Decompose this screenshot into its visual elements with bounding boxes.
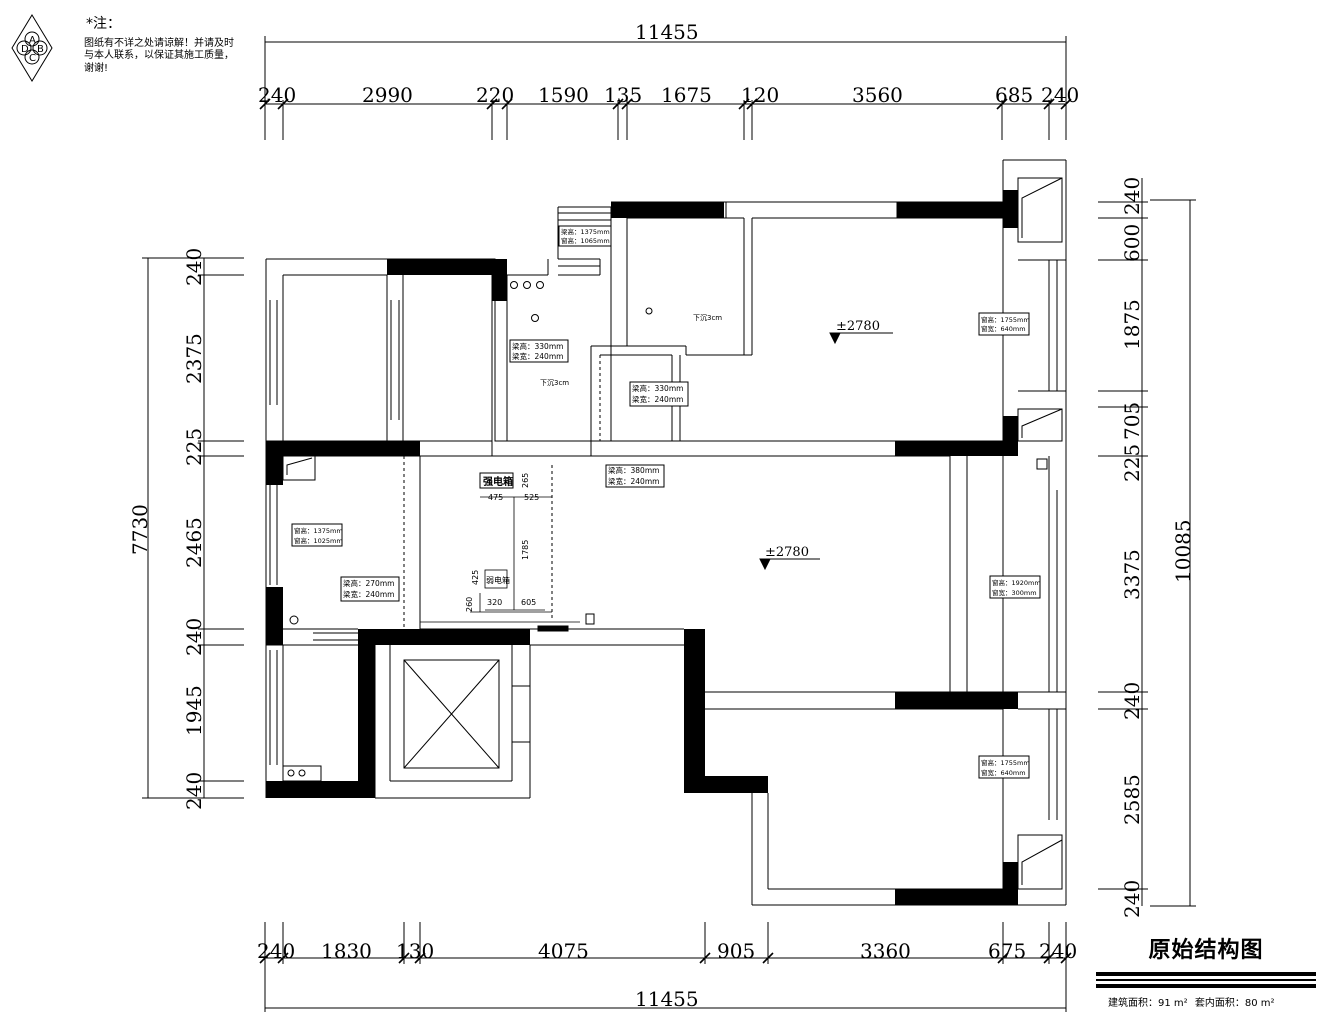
beam-9-w: 窗宽：640mm — [981, 768, 1026, 777]
note-line-3: 谢谢! — [84, 62, 109, 74]
right-dim-6: 3375 — [1120, 549, 1144, 600]
left-total-dim: 7730 — [128, 504, 152, 555]
compass-a: A — [29, 35, 36, 46]
elevation-center: ±2780 — [765, 545, 809, 560]
right-dim-4: 225 — [1120, 444, 1144, 482]
left-dim-1: 240 — [182, 248, 206, 286]
beam-2-w: 梁宽：240mm — [512, 351, 563, 361]
top-dim-2: 2990 — [362, 83, 413, 107]
build-area: 建筑面积：91 m² — [1108, 998, 1188, 1009]
elevation-upper: ±2780 — [836, 319, 880, 334]
right-dim-8: 2585 — [1120, 774, 1144, 825]
right-dim-3: 1875 — [1120, 299, 1144, 350]
panel-dim-425: 425 — [471, 570, 480, 585]
panel-dim-475: 475 — [488, 493, 503, 502]
top-dim-7: 120 — [741, 83, 779, 107]
left-dim-4: 2465 — [182, 517, 206, 568]
panel-dim-265: 265 — [521, 473, 530, 488]
beam-8-w: 窗宽：300mm — [992, 588, 1037, 597]
beam-3-h: 梁高：330mm — [632, 383, 683, 393]
left-dim-2: 2375 — [182, 333, 206, 384]
compass-symbol: A B C D — [11, 14, 53, 82]
beam-4-w: 梁宽：240mm — [608, 476, 659, 486]
beam-6-h: 梁高：270mm — [343, 578, 394, 588]
left-dim-7: 240 — [182, 772, 206, 810]
top-dim-1: 240 — [258, 83, 296, 107]
top-dim-4: 1590 — [538, 83, 589, 107]
beam-5-h: 窗高：1375mm — [294, 526, 343, 535]
drawing-title: 原始结构图 — [1148, 938, 1264, 963]
compass-b: B — [37, 44, 44, 55]
strong-box-label: 强电箱 — [483, 475, 513, 488]
beam-annotations — [291, 225, 1041, 779]
top-dim-3: 220 — [476, 83, 514, 107]
note-line-2: 与本人联系，以保证其施工质量， — [84, 50, 234, 61]
beam-8-h: 窗高：1920mm — [992, 578, 1041, 587]
compass-c: C — [29, 53, 36, 64]
panel-dim-605: 605 — [521, 598, 536, 607]
top-total-dim: 11455 — [635, 20, 699, 44]
top-dim-8: 3560 — [852, 83, 903, 107]
right-dim-2: 600 — [1120, 224, 1144, 262]
right-dim-7: 240 — [1120, 682, 1144, 720]
wall-outlines — [265, 159, 1067, 906]
bottom-total-dim: 11455 — [635, 987, 699, 1011]
panel-dim-260: 260 — [465, 597, 474, 612]
note-line-1: 图纸有不详之处请谅解！并请及时 — [84, 37, 234, 49]
left-dim-6: 1945 — [182, 685, 206, 736]
top-dim-5: 135 — [604, 83, 642, 107]
beam-1-h: 梁高：1375mm — [561, 227, 610, 236]
right-total-dim: 10085 — [1171, 519, 1195, 583]
structural-columns — [266, 190, 1018, 905]
bottom-dim-8: 240 — [1039, 939, 1077, 963]
panel-dim-1785: 1785 — [521, 540, 530, 560]
beam-7-w: 窗宽：640mm — [981, 324, 1026, 333]
beam-4-h: 梁高：380mm — [608, 465, 659, 475]
beam-6-w: 梁宽：240mm — [343, 589, 394, 599]
inner-area: 套内面积：80 m² — [1194, 998, 1275, 1009]
bottom-dim-5: 905 — [717, 939, 755, 963]
sunken-kitchen-label: 下沉3cm — [693, 314, 722, 322]
compass-d: D — [21, 44, 29, 55]
left-dim-5: 240 — [182, 618, 206, 656]
beam-1-w: 窗高：1065mm — [561, 236, 610, 245]
beam-2-h: 梁高：330mm — [512, 341, 563, 351]
elevator-shaft — [403, 659, 500, 769]
title-block: 原始结构图 建筑面积：91 m² 套内面积：80 m² — [1096, 932, 1316, 1009]
bottom-dim-2: 1830 — [321, 939, 372, 963]
bottom-dim-1: 240 — [257, 939, 295, 963]
left-dim-3: 225 — [182, 428, 206, 466]
panel-dim-320: 320 — [487, 598, 502, 607]
note-title: *注： — [86, 16, 121, 32]
right-dim-5: 705 — [1120, 402, 1144, 440]
bottom-dim-7: 675 — [988, 939, 1026, 963]
bottom-dim-3: 130 — [396, 939, 434, 963]
top-dim-9: 685 — [995, 83, 1033, 107]
beam-3-w: 梁宽：240mm — [632, 394, 683, 404]
beam-5-w: 窗高：1025mm — [294, 536, 343, 545]
beam-9-h: 窗高：1755mm — [981, 758, 1030, 767]
top-dim-6: 1675 — [661, 83, 712, 107]
beam-7-h: 窗高：1755mm — [981, 315, 1030, 324]
bottom-dim-4: 4075 — [538, 939, 589, 963]
top-dim-10: 240 — [1041, 83, 1079, 107]
bottom-dim-6: 3360 — [860, 939, 911, 963]
area-info: 建筑面积：91 m² 套内面积：80 m² — [1096, 994, 1316, 1009]
sunken-bath-label: 下沉3cm — [540, 379, 569, 387]
right-dim-1: 240 — [1120, 177, 1144, 215]
weak-box-label: 弱电箱 — [486, 575, 510, 585]
right-dim-9: 240 — [1120, 880, 1144, 918]
panel-dim-525: 525 — [524, 493, 539, 502]
note-block: *注： 图纸有不详之处请谅解！并请及时 与本人联系，以保证其施工质量， 谢谢! — [84, 16, 254, 75]
